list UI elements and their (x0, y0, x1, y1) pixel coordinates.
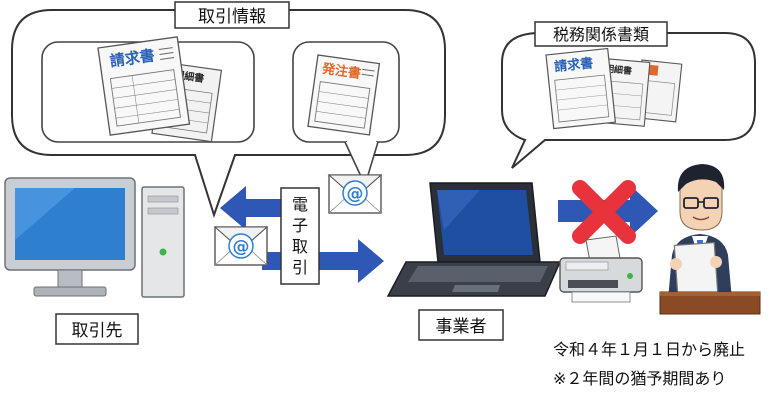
right-bubble-title-box (534, 21, 668, 47)
invoice-document-icon: 請求書 (97, 36, 191, 136)
tax-documents-icon: 明細書 請求書 (545, 47, 683, 130)
email-at-symbol-2: @ (347, 184, 364, 204)
right-bubble-title: 税務関係書類 (553, 25, 649, 44)
grace-period-note: ※２年間の猶予期間あり (553, 369, 726, 388)
business-label: 事業者 (436, 317, 487, 337)
tax-meisai-title: 明細書 (605, 63, 633, 77)
exchange-char-4: 引 (292, 258, 308, 277)
abolition-note: 令和４年１月１日から廃止 (553, 340, 745, 359)
left-bubble-title-box (174, 1, 290, 29)
left-bubble-title: 取引情報 (198, 7, 266, 27)
business-label-box (418, 309, 504, 341)
partner-pc-tower-icon (141, 186, 185, 298)
email-at-symbol-1: @ (233, 237, 250, 257)
email-icon-outgoing: @ (213, 226, 269, 266)
order-title: 発注書 (320, 61, 362, 82)
printer-icon (559, 235, 643, 303)
order-document-icon: 発注書 (307, 54, 381, 136)
exchange-char-3: 取 (292, 237, 308, 256)
partner-label: 取引先 (72, 321, 123, 341)
exchange-char-1: 電 (292, 195, 308, 214)
person-at-desk-icon (659, 164, 761, 315)
partner-monitor-icon (4, 177, 136, 297)
cross-mark-icon (572, 180, 636, 244)
exchange-label-box (280, 187, 320, 285)
tax-invoice-title: 請求書 (553, 55, 593, 75)
partner-label-box (55, 313, 139, 345)
email-icon-incoming: @ (327, 174, 383, 214)
exchange-char-2: 子 (292, 216, 308, 235)
business-laptop-icon (386, 182, 562, 297)
